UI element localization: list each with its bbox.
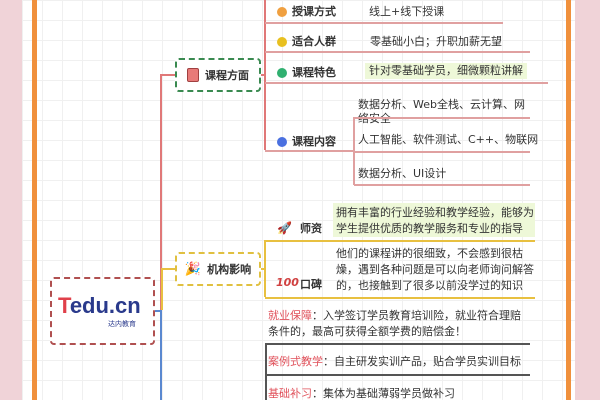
right-border-line — [566, 0, 571, 400]
item-label: 授课方式 — [292, 5, 336, 18]
underline — [265, 374, 530, 376]
underline — [265, 240, 535, 242]
influence-branch-line — [161, 268, 163, 310]
content-line: 人工智能、软件测试、C++、物联网 — [358, 133, 539, 146]
item-value: 针对零基础学员，细微颗粒讲解 — [365, 63, 527, 79]
item-label: 适合人群 — [292, 35, 336, 48]
content-line: 数据分析、Web全栈、云计算、网络安全 — [358, 98, 525, 125]
tedu-logo: Tedu.cn — [58, 293, 141, 318]
right-margin — [575, 0, 600, 400]
rocket-icon: 🚀 — [277, 221, 292, 235]
underline — [265, 22, 503, 24]
guarantee-text: ：集体为基础薄弱学员做补习 — [312, 387, 455, 400]
underline — [354, 184, 530, 186]
guarantee-sub-line — [265, 343, 267, 400]
item-text: 他们的课程讲的很细致，不会感到很枯 — [336, 247, 523, 260]
underline — [265, 297, 535, 299]
connector — [261, 74, 265, 76]
category-influence[interactable]: 🎉 机构影响 — [175, 252, 261, 286]
item-value: 零基础小白；升职加薪无望 — [370, 35, 502, 48]
guarantee-branch-line — [160, 310, 162, 400]
content-line: 数据分析、UI设计 — [358, 167, 447, 180]
guarantee-key: 就业保障 — [268, 309, 312, 322]
item-label: 师资 — [300, 222, 322, 235]
left-margin — [0, 0, 22, 400]
connector — [154, 310, 162, 312]
guarantee-text: ：自主研发实训产品，贴合学员实训目标 — [323, 355, 521, 368]
green-dot-icon — [277, 68, 287, 78]
item-label: 课程特色 — [292, 66, 336, 79]
book-icon — [187, 68, 199, 82]
guarantee-key: 案例式教学 — [268, 355, 323, 368]
underline — [265, 51, 530, 53]
connector — [261, 268, 265, 270]
blue-dot-icon — [277, 137, 287, 147]
item-label: 课程内容 — [292, 135, 336, 148]
highlight — [333, 203, 535, 237]
guarantee-text: 条件的，最高可获得全额学费的赔偿金！ — [268, 325, 466, 338]
category-title: 课程方面 — [205, 69, 249, 82]
item-label: 口碑 — [300, 278, 322, 291]
party-popper-icon: 🎉 — [184, 261, 202, 277]
connector — [160, 74, 176, 76]
guarantee-key: 基础补习 — [268, 387, 312, 400]
yellow-dot-icon — [277, 37, 287, 47]
item-text: 拥有丰富的行业经验和教学经验，能够为 — [336, 206, 534, 219]
item-text: 燥，遇到各种问题是可以向老师询问解答 — [336, 263, 534, 276]
logo-subtitle: 达内教育 — [108, 320, 136, 328]
underline — [265, 150, 354, 152]
underline — [265, 82, 548, 84]
category-title: 机构影响 — [207, 263, 252, 276]
sub-branch-line — [353, 117, 355, 185]
item-text: 学生提供优质的教学服务和专业的指导 — [336, 222, 523, 235]
guarantee-text: ：入学签订学员教育培训险，就业符合理赔 — [312, 309, 521, 322]
orange-dot-icon — [277, 7, 287, 17]
connector — [161, 268, 176, 270]
root-node[interactable]: Tedu.cn 达内教育 — [50, 277, 155, 345]
left-border-line — [32, 0, 37, 400]
course-branch-line — [160, 74, 162, 310]
underline — [265, 343, 530, 345]
category-course[interactable]: 课程方面 — [175, 58, 261, 92]
underline — [354, 117, 530, 119]
hundred-points-icon: 100 — [276, 276, 299, 289]
underline — [354, 151, 530, 153]
item-value: 线上+线下授课 — [369, 5, 445, 18]
item-text: 的，也接触到了很多以前没学过的知识 — [336, 279, 523, 292]
